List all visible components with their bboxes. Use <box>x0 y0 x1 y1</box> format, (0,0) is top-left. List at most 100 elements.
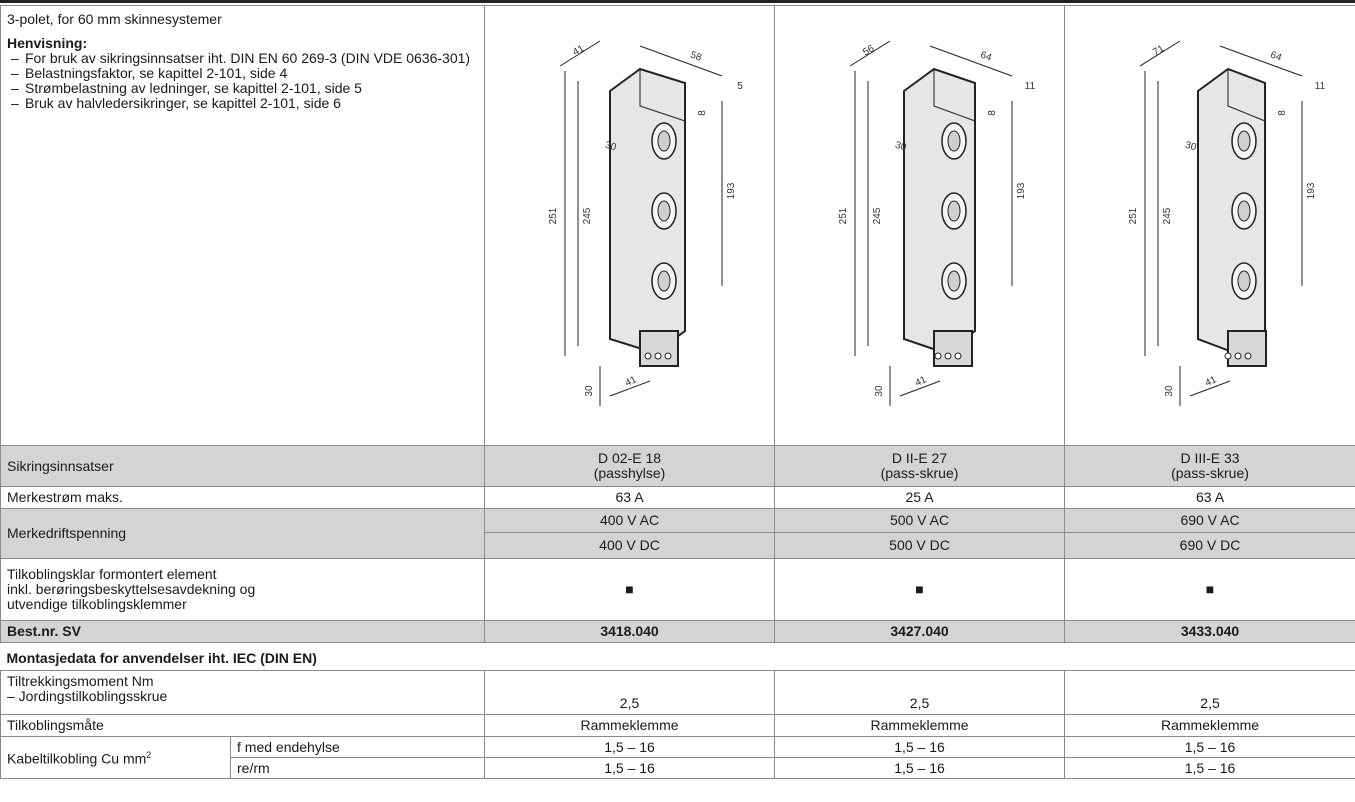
dim-label-bottom-h: 30 <box>1164 385 1175 397</box>
value-cell: D III-E 33(pass-skrue) <box>1064 445 1355 487</box>
order-number: 3427.040 <box>774 620 1066 643</box>
check-mark: ■ <box>774 558 1066 621</box>
terminal-screw <box>944 352 952 359</box>
value-cell: 400 V AC <box>484 508 776 533</box>
dim-label-bottom-h: 30 <box>584 385 595 397</box>
terminal-screw <box>1244 352 1252 359</box>
dim-label-depth: 71 <box>1151 43 1167 58</box>
dim-line-width <box>639 45 722 76</box>
terminal-screw <box>1234 352 1242 359</box>
section-title: Montasjedata for anvendelser iht. IEC (D… <box>0 642 1355 671</box>
drawing-lines <box>559 40 723 406</box>
row-rated-voltage-ac: Merkedriftspenning 400 V AC 500 V AC 690… <box>0 508 1355 559</box>
row-torque: Tiltrekkingsmoment Nm– Jordingstilkoblin… <box>0 670 1355 715</box>
label-torque: Tiltrekkingsmoment Nm– Jordingstilkoblin… <box>0 670 486 715</box>
fuse-holder-inner <box>657 130 671 151</box>
note-item: Bruk av halvledersikringer, se kapittel … <box>7 96 478 112</box>
fuse-holder-inner <box>657 200 671 221</box>
dim-label-bottom-h: 30 <box>874 385 885 397</box>
dim-label-pitch: 193 <box>726 182 737 199</box>
row-rated-current: Merkestrøm maks. 63 A 25 A 63 A <box>0 486 1355 509</box>
row-order-number: Best.nr. SV 3418.040 3427.040 3433.040 <box>0 620 1355 643</box>
fuse-holder-inner <box>947 200 961 221</box>
body-edge <box>933 68 975 121</box>
body-edge <box>1227 68 1266 121</box>
drawing-lines <box>1139 40 1303 406</box>
value-cell: 500 V DC <box>774 532 1066 559</box>
value-cell: 690 V AC <box>1064 508 1355 533</box>
dim-label-top: 8 <box>697 109 708 115</box>
terminal-block <box>932 329 973 367</box>
value-cell: 63 A <box>484 486 776 509</box>
value-cell: 400 V DC <box>484 532 776 559</box>
dim-label-depth: 56 <box>861 43 877 58</box>
dim-label-side: 11 <box>1315 81 1326 92</box>
row-fuse-inserts: Sikringsinnsatser D 02-E 18(passhylse) D… <box>0 445 1355 487</box>
dim-line-depth <box>849 40 890 66</box>
order-number: 3433.040 <box>1064 620 1355 643</box>
section-heading-row: Montasjedata for anvendelser iht. IEC (D… <box>0 642 1355 671</box>
top-rule <box>0 0 1355 3</box>
dim-label-top: 8 <box>987 109 998 115</box>
drawing-lines <box>849 40 1013 406</box>
note-item: Belastningsfaktor, se kapittel 2-101, si… <box>7 66 478 82</box>
dim-label-width: 58 <box>688 49 703 63</box>
dim-label-total: 251 <box>1128 207 1139 224</box>
terminal-block <box>1227 329 1268 367</box>
fuse-holder-inner <box>657 270 671 291</box>
fuse-base-body <box>902 67 976 367</box>
dim-label-inner: 245 <box>1162 207 1173 224</box>
label-connection-type: Tilkoblingsmåte <box>0 714 486 737</box>
value-cell: 2,5 <box>774 670 1066 715</box>
check-mark: ■ <box>1064 558 1355 621</box>
product-table: 3-polet, for 60 mm skinnesystemer Henvis… <box>0 5 1355 779</box>
label-cable-connection: Kabeltilkobling Cu mm2 <box>0 736 231 779</box>
value-cell: 1,5 – 16 <box>774 757 1066 779</box>
note-list: For bruk av sikringsinnsatser iht. DIN E… <box>7 51 478 112</box>
label-rated-current: Merkestrøm maks. <box>0 486 486 509</box>
fuse-holder-inner <box>1237 200 1251 221</box>
value-cell: D 02-E 18(passhylse) <box>484 445 776 487</box>
description-intro: 3-polet, for 60 mm skinnesystemer <box>7 11 222 27</box>
dim-label-inner: 245 <box>582 207 593 224</box>
value-cell: 1,5 – 16 <box>1064 736 1355 758</box>
value-cell: Rammeklemme <box>1064 714 1355 737</box>
value-cell: Rammeklemme <box>484 714 776 737</box>
row-connection-type: Tilkoblingsmåte Rammeklemme Rammeklemme … <box>0 714 1355 737</box>
dim-label-depth: 41 <box>571 43 587 58</box>
fuse-base-body <box>1197 67 1268 367</box>
label-ferrule: f med endehylse <box>229 736 486 758</box>
dim-label-width: 64 <box>1269 49 1284 63</box>
value-cell: D II-E 27(pass-skrue) <box>774 445 1066 487</box>
terminal-screw <box>954 352 962 359</box>
value-cell: 1,5 – 16 <box>774 736 1066 758</box>
dim-label-bottom-w: 41 <box>623 374 638 389</box>
dim-label-pitch: 193 <box>1016 182 1027 199</box>
value-cell: 1,5 – 16 <box>484 757 776 779</box>
dim-label-total: 251 <box>548 207 559 224</box>
check-mark: ■ <box>484 558 776 621</box>
fuse-base-body <box>608 67 686 367</box>
value-cell: 2,5 <box>1064 670 1355 715</box>
dim-label-total: 251 <box>838 207 849 224</box>
value-cell: Rammeklemme <box>774 714 1066 737</box>
dim-line-width <box>1219 45 1303 76</box>
note-item: Strømbelastning av ledninger, se kapitte… <box>7 81 478 97</box>
fuse-holder-inner <box>1237 130 1251 151</box>
dim-label-bottom-w: 41 <box>913 374 928 389</box>
dim-label-top: 8 <box>1277 109 1288 115</box>
header-row: 3-polet, for 60 mm skinnesystemer Henvis… <box>0 5 1355 446</box>
label-rated-voltage: Merkedriftspenning <box>0 508 486 559</box>
dim-label-side: 11 <box>1024 81 1035 92</box>
terminal-block <box>638 329 679 367</box>
value-cell: 63 A <box>1064 486 1355 509</box>
body-edge <box>639 68 685 121</box>
row-cable-rerm: re/rm 1,5 – 16 1,5 – 16 1,5 – 16 <box>1 757 1355 779</box>
